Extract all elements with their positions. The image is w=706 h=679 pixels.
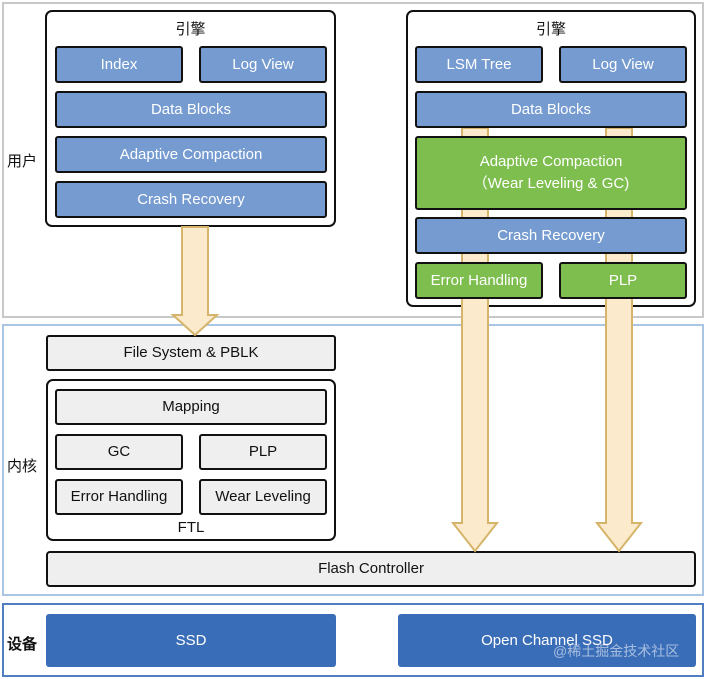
file-system-pblk-box: File System & PBLK: [46, 335, 336, 371]
left-engine-title: 引擎: [175, 21, 206, 38]
kernel-space-region: [2, 324, 704, 596]
flash-controller-box: Flash Controller: [46, 551, 696, 587]
left-index-box: Index: [55, 46, 183, 83]
right-lsm-tree-box: LSM Tree: [415, 46, 543, 83]
user-space-region: [2, 2, 704, 318]
device-label: 设备: [7, 636, 38, 653]
right-plp-box: PLP: [559, 262, 687, 299]
kernel-space-label: 内核: [7, 458, 38, 475]
right-engine-title: 引擎: [535, 21, 566, 38]
kernel-error-handling-box: Error Handling: [55, 479, 183, 515]
right-error-handling-box: Error Handling: [415, 262, 543, 299]
right-data-blocks-box: Data Blocks: [415, 91, 687, 128]
device-region: [2, 603, 704, 677]
left-log-view-box: Log View: [199, 46, 327, 83]
engine-to-filesystem-arrow: [170, 226, 220, 337]
ftl-title: FTL: [177, 519, 205, 536]
left-crash-recovery-box: Crash Recovery: [55, 181, 327, 218]
kernel-plp-box: PLP: [199, 434, 327, 470]
right-adaptive-compaction-line2: （Wear Leveling & GC): [472, 175, 630, 192]
right-adaptive-compaction-box: Adaptive Compaction （Wear Leveling & GC): [415, 136, 687, 210]
right-crash-recovery-box: Crash Recovery: [415, 217, 687, 254]
kernel-wear-leveling-box: Wear Leveling: [199, 479, 327, 515]
ssd-box: SSD: [46, 614, 336, 667]
open-channel-ssd-box: Open Channel SSD: [398, 614, 696, 667]
left-data-blocks-box: Data Blocks: [55, 91, 327, 128]
left-adaptive-compaction-box: Adaptive Compaction: [55, 136, 327, 173]
user-space-label: 用户: [7, 153, 38, 170]
mapping-box: Mapping: [55, 389, 327, 425]
right-adaptive-compaction-line1: Adaptive Compaction: [479, 153, 623, 170]
right-log-view-box: Log View: [559, 46, 687, 83]
watermark-text: @稀土掘金技术社区: [553, 643, 680, 659]
kernel-gc-box: GC: [55, 434, 183, 470]
